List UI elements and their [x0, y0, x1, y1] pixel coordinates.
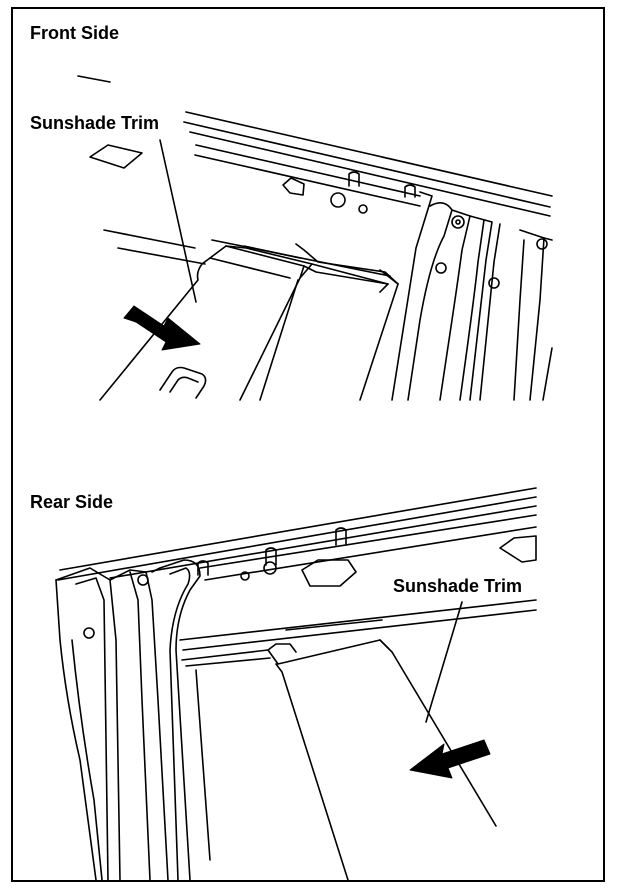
rear-side-drawing — [55, 487, 537, 881]
rear-sunshade-trim-label: Sunshade Trim — [393, 576, 523, 596]
front-arrow-icon — [123, 305, 201, 351]
front-sunshade-trim-label: Sunshade Trim — [30, 113, 160, 133]
front-side-title: Front Side — [30, 23, 119, 43]
figure-frame — [11, 7, 605, 882]
front-side-drawing — [77, 75, 553, 401]
rear-arrow-icon — [409, 739, 491, 779]
rear-side-title: Rear Side — [30, 492, 114, 512]
